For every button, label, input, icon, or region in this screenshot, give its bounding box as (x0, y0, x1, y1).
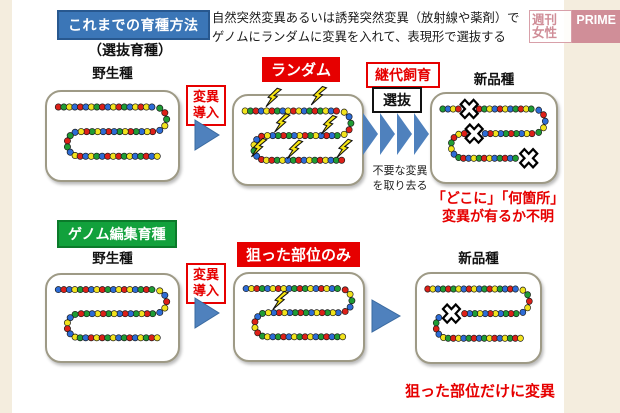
mutation-x-mark-icon (518, 147, 539, 169)
lightning-bolt-icon (274, 113, 291, 133)
dna-chain-with-single-lightning (242, 285, 356, 341)
lightning-bolt-icon (265, 87, 283, 108)
watermark-brand: PRIME (572, 10, 620, 43)
selective-breeding-subtitle: （選抜育種） (88, 42, 172, 58)
random-label: ランダム (262, 57, 341, 82)
arrow-right-icon (371, 299, 402, 333)
conventional-breeding-title: これまでの育種方法 (57, 10, 210, 40)
lightning-bolt-icon (321, 114, 338, 135)
lightning-bolt-icon (286, 139, 304, 160)
mutation-label-line2: 導入 (193, 283, 220, 299)
lightning-bolt-icon (310, 85, 328, 106)
targeted-mutation-note: 狙った部位だけに変異 (404, 383, 555, 400)
dna-chain (54, 286, 171, 342)
mutation-label-line2: 導入 (193, 105, 220, 121)
mutation-label-line1: 変異 (193, 267, 220, 282)
dna-box-new-variety-top (430, 92, 558, 184)
remove-note-line2: を取り去る (372, 179, 428, 192)
successive-rearing-label: 継代飼育 (366, 62, 440, 88)
wild-species-label-bottom: 野生種 (92, 251, 133, 266)
mutation-x-mark-icon (464, 122, 485, 145)
dna-chain-with-unknown-mutations (439, 98, 549, 169)
wild-species-label-top: 野生種 (92, 66, 133, 81)
dna-box-wild-top (45, 90, 180, 182)
dna-chain-with-targeted-mutation (424, 285, 533, 342)
dna-box-targeted-mutation (233, 272, 365, 362)
genome-editing-title: ゲノム編集育種 (57, 220, 177, 248)
unknown-note-line1: 「どこに」「何箇所」 (431, 190, 565, 206)
unknown-mutations-note: 「どこに」「何箇所」 変異が有るか不明 (424, 189, 572, 225)
new-variety-label-top: 新品種 (473, 72, 515, 87)
targeted-site-label: 狙った部位のみ (237, 242, 361, 267)
chevron-arrows-icon (363, 113, 429, 155)
dna-box-wild-bottom (45, 273, 180, 363)
lightning-bolt-icon (251, 137, 268, 158)
dna-chain-with-lightning (241, 85, 355, 164)
mutation-x-mark-icon (459, 98, 480, 120)
remove-note-line1: 不要な変異 (372, 165, 428, 177)
mutation-introduction-label-top: 変異 導入 (186, 85, 227, 126)
description-line2: ゲノムにランダムに変異を入れて、表現形で選抜する (212, 30, 506, 45)
remove-unwanted-mutations-note: 不要な変異 を取り去る (356, 164, 444, 194)
new-variety-label-bottom: 新品種 (458, 251, 499, 266)
selection-label: 選抜 (372, 87, 422, 113)
arrow-right-icon (194, 297, 220, 329)
arrow-right-icon (194, 119, 220, 151)
watermark-magazine-name: 週刊女性 (529, 10, 573, 43)
lightning-bolt-icon (272, 290, 290, 310)
method-description: 自然突然変異あるいは誘発突然変異（放射線や薬剤）で ゲノムにランダムに変異を入れ… (212, 9, 542, 47)
description-line1: 自然突然変異あるいは誘発突然変異（放射線や薬剤）で (212, 11, 520, 25)
dna-box-random-mutation (232, 85, 364, 186)
watermark: 週刊女性 PRIME (529, 10, 620, 43)
dna-chain (54, 103, 171, 160)
lightning-bolt-icon (336, 138, 354, 159)
unknown-note-line2: 変異が有るか不明 (442, 208, 554, 225)
mutation-label-line1: 変異 (193, 89, 220, 104)
dna-box-new-variety-bottom (415, 272, 542, 364)
mutation-x-mark-icon (441, 302, 462, 325)
mutation-introduction-label-bottom: 変異 導入 (186, 263, 227, 304)
